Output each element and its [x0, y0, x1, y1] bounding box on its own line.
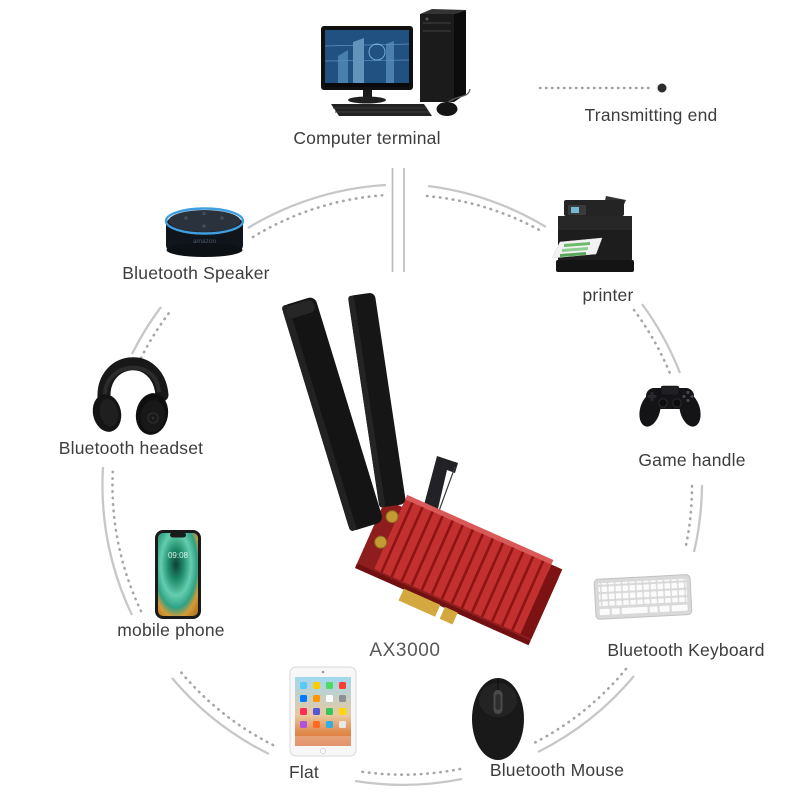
adapter-card: [354, 494, 563, 646]
product-model-label: AX3000: [369, 640, 441, 661]
speaker-brand-text: amazon: [193, 238, 217, 245]
desktop-computer-icon: [321, 9, 471, 116]
headphones-icon: [92, 357, 169, 435]
bluetooth-speaker-label: Bluetooth Speaker: [122, 263, 270, 283]
pc-connection-lines: [391, 168, 405, 272]
connection-circle-solid-arcs: [101, 183, 704, 786]
transmitting-end-label: Transmitting end: [584, 105, 718, 125]
phone-clock-text: 09:08: [168, 551, 189, 560]
printer-icon: [551, 196, 634, 272]
game-handle-label: Game handle: [638, 450, 746, 470]
printer-label: printer: [582, 285, 634, 305]
mouse-icon: [472, 678, 524, 760]
adapter-antenna-right: [348, 293, 406, 508]
adapter-antenna-left: [282, 297, 382, 531]
bluetooth-mouse-label: Bluetooth Mouse: [489, 760, 625, 780]
wifi-pcie-adapter-icon: [282, 293, 563, 646]
computer-terminal-label: Computer terminal: [293, 128, 441, 148]
tablet-icon: [289, 666, 357, 757]
smartphone-icon: 09:08: [155, 530, 201, 619]
smart-speaker-icon: amazon: [164, 207, 245, 257]
bluetooth-keyboard-label: Bluetooth Keyboard: [607, 640, 765, 660]
mobile-phone-label: mobile phone: [117, 620, 225, 640]
signal-end-dot-icon: [657, 83, 667, 93]
gamepad-icon: [639, 385, 701, 427]
bluetooth-headset-label: Bluetooth headset: [58, 438, 204, 458]
tablet-app-grid: [300, 682, 346, 728]
transmitting-end-lead: [538, 83, 667, 93]
connection-circle-dotted-arcs: [111, 193, 694, 776]
keyboard-icon: [593, 574, 693, 620]
flat-label: Flat: [289, 762, 319, 782]
